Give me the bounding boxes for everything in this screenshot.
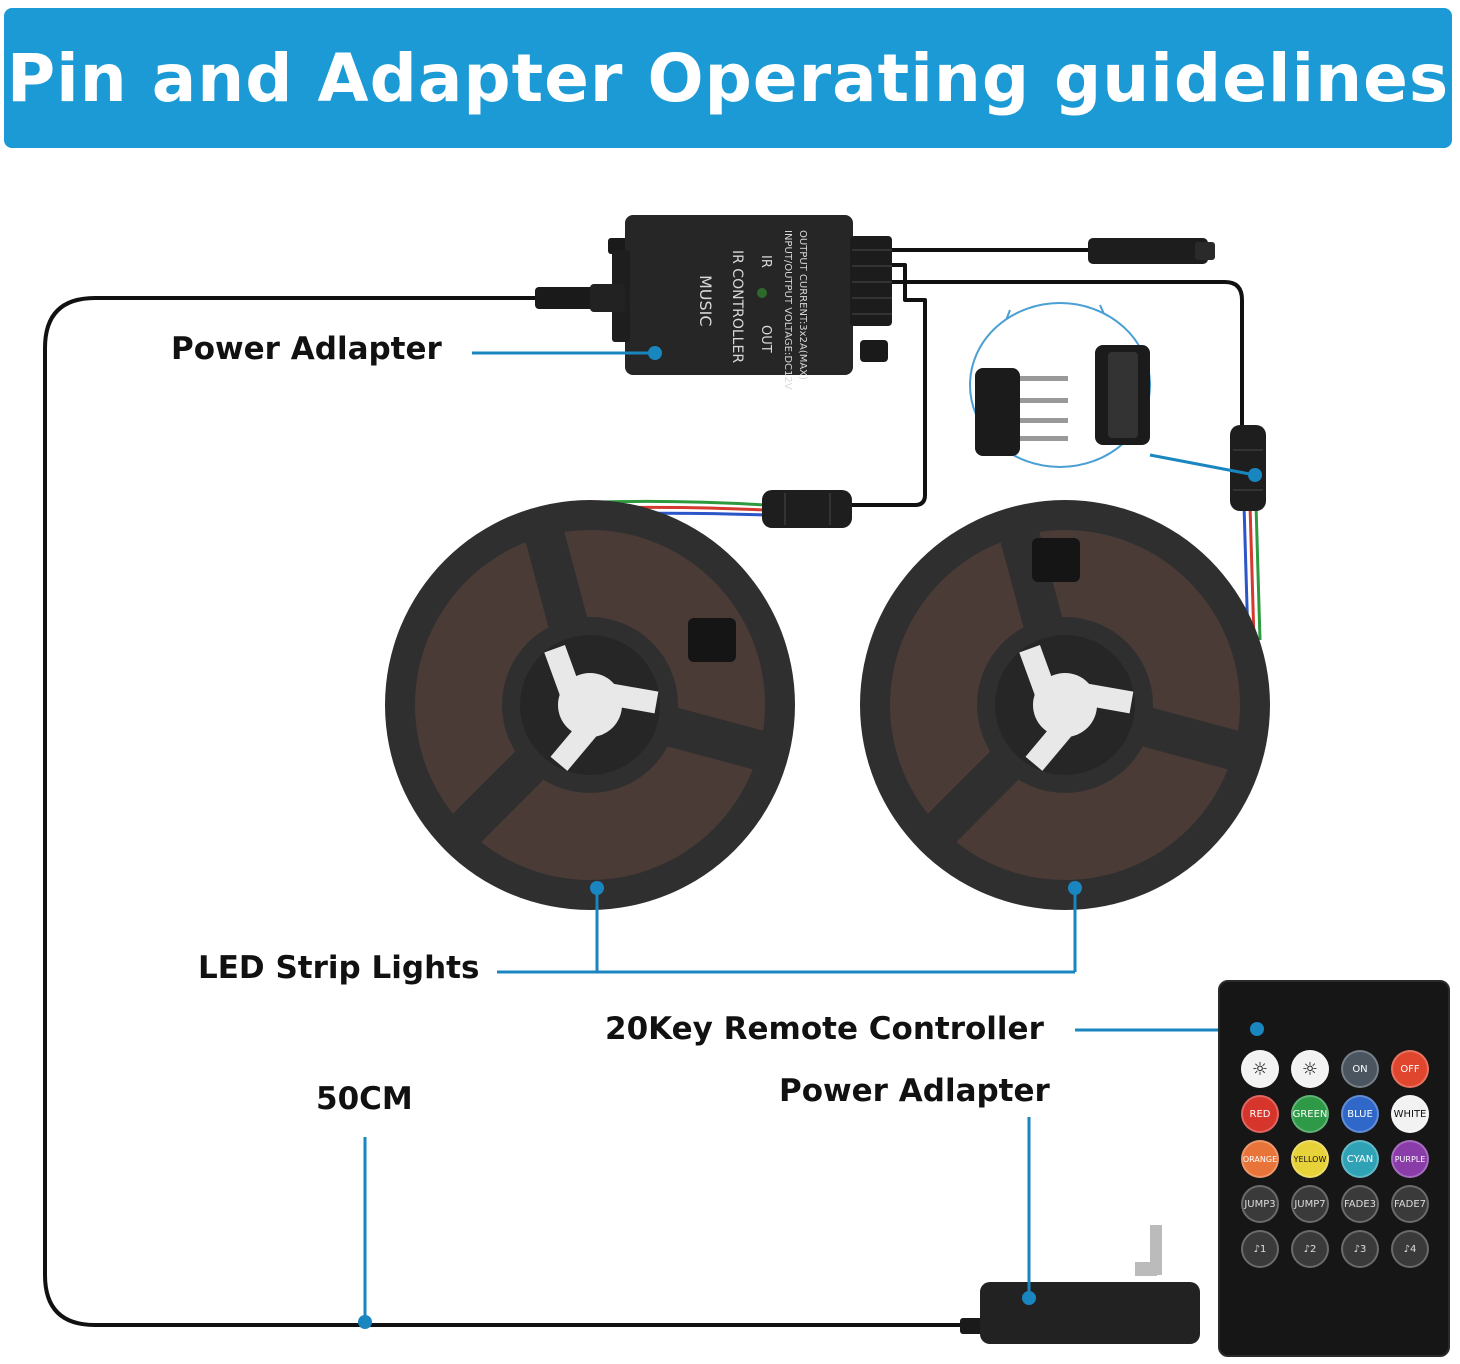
title-banner: Pin and Adapter Operating guidelines — [4, 8, 1452, 148]
remote-key[interactable]: FADE7 — [1391, 1185, 1429, 1223]
remote-key[interactable]: BLUE — [1341, 1095, 1379, 1133]
controller-port-out: OUT — [758, 325, 773, 353]
remote-ir-emitter — [1250, 1022, 1264, 1036]
remote-key[interactable]: ♪4 — [1391, 1230, 1429, 1268]
out-cable-1 — [850, 263, 927, 507]
inline-connector-left — [762, 490, 852, 528]
led-reel-right — [860, 500, 1270, 910]
pin-zoom-bubble — [969, 302, 1151, 468]
controller-port-ir: IR — [758, 255, 773, 268]
remote-key[interactable]: OFF — [1391, 1050, 1429, 1088]
remote-key[interactable]: ☼ — [1241, 1050, 1279, 1088]
remote-key[interactable]: ORANGE — [1241, 1140, 1279, 1178]
remote-key[interactable]: JUMP7 — [1291, 1185, 1329, 1223]
callout-dots — [358, 346, 1262, 1329]
ir-receiver — [1088, 238, 1215, 264]
remote-key[interactable]: RED — [1241, 1095, 1279, 1133]
label-led-strip: LED Strip Lights — [198, 950, 480, 986]
remote-key[interactable]: PURPLE — [1391, 1140, 1429, 1178]
remote-key[interactable]: ☼ — [1291, 1050, 1329, 1088]
remote-key[interactable]: FADE3 — [1341, 1185, 1379, 1223]
remote-key[interactable]: GREEN — [1291, 1095, 1329, 1133]
led-reel-left — [385, 500, 795, 910]
inline-connector-right — [1230, 425, 1266, 511]
label-remote: 20Key Remote Controller — [605, 1011, 1044, 1047]
page-title: Pin and Adapter Operating guidelines — [6, 39, 1450, 117]
remote-key[interactable]: WHITE — [1391, 1095, 1429, 1133]
remote-key[interactable]: ON — [1341, 1050, 1379, 1088]
controller-spec-2: OUTPUT CURRENT:3x2A(MAX) — [797, 230, 808, 380]
remote-key[interactable]: CYAN — [1341, 1140, 1379, 1178]
ir-controller-box: MUSIC IR CONTROLLER IR OUT INPUT/OUTPUT … — [535, 215, 892, 390]
label-power-adapter-top: Power Adlapter — [171, 331, 442, 367]
controller-brand: MUSIC — [696, 275, 715, 327]
remote-key[interactable]: ♪2 — [1291, 1230, 1329, 1268]
power-cable — [43, 296, 985, 1327]
label-power-adapter-bottom: Power Adlapter — [779, 1073, 1050, 1109]
label-cable-length: 50CM — [316, 1081, 413, 1117]
controller-name: IR CONTROLLER — [729, 250, 745, 363]
remote-key[interactable]: ♪1 — [1241, 1230, 1279, 1268]
out-cable-2 — [890, 280, 1244, 425]
remote-key[interactable]: YELLOW — [1291, 1140, 1329, 1178]
cables — [43, 248, 1244, 1327]
controller-spec-1: INPUT/OUTPUT VOLTAGE:DC12V — [782, 230, 793, 390]
remote-key[interactable]: ♪3 — [1341, 1230, 1379, 1268]
remote-key[interactable]: JUMP3 — [1241, 1185, 1279, 1223]
wall-power-adapter — [960, 1225, 1200, 1344]
